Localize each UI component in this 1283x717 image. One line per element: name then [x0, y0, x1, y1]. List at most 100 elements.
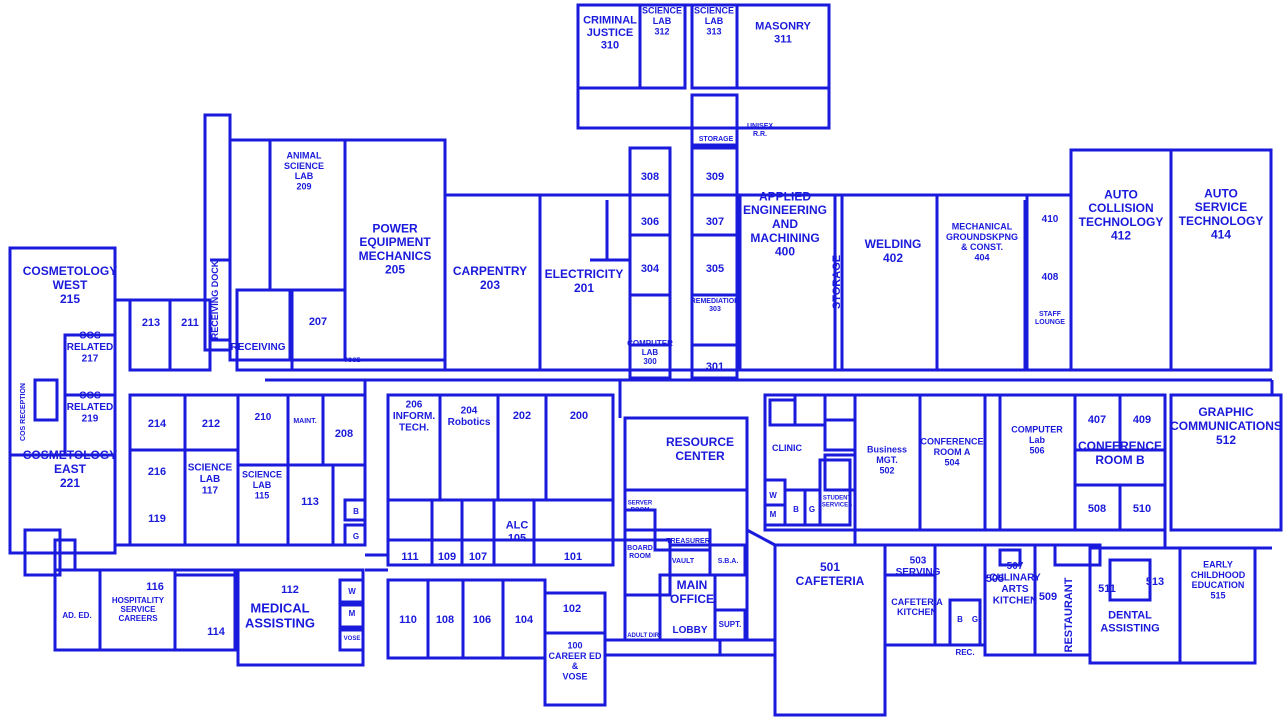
room-label-r511: 511 [1098, 583, 1116, 595]
room-label-r508: 508 [1088, 503, 1106, 515]
room-label-restaurant: RESTAURANT [1063, 577, 1075, 652]
room-wall [1169, 148, 1273, 372]
room-label-r309: 309 [706, 171, 724, 183]
room-label-treasurer: TREASURER [666, 538, 710, 545]
room-label-r305: 305 [706, 263, 724, 275]
room-label-r210: 210 [255, 412, 272, 423]
room-label-g2: G [809, 505, 815, 514]
room-label-r119: 119 [148, 513, 166, 525]
room-label-r513: 513 [1146, 576, 1164, 588]
room-wall [128, 448, 187, 547]
room-wall [1118, 483, 1167, 532]
room-label-sba: S.B.A. [718, 558, 739, 565]
room-wall [173, 573, 237, 652]
room-label-lobby: LOBBY [673, 625, 708, 636]
room-label-g3: G [972, 615, 978, 624]
room-label-b3: B [957, 615, 963, 624]
room-wall [1108, 558, 1152, 602]
room-wall [998, 393, 1077, 532]
room-label-r213: 213 [142, 317, 160, 329]
corridor-wall [746, 528, 776, 547]
room-label-vose2: VOSE [344, 636, 361, 642]
room-label-w1: W [348, 587, 356, 596]
room-label-r304: 304 [641, 263, 660, 275]
room-wall [343, 498, 367, 522]
room-label-r301: 301 [706, 361, 724, 373]
room-label-r216: 216 [148, 466, 166, 478]
room-wall [1053, 543, 1102, 567]
room-wall [1069, 148, 1173, 372]
room-wall [543, 591, 607, 635]
room-wall [286, 393, 325, 467]
room-wall [338, 603, 365, 629]
room-label-r113: 113 [301, 496, 319, 508]
room-wall [1178, 546, 1257, 665]
room-label-receiving: RECEIVING [230, 342, 285, 353]
room-label-r101: 101 [564, 551, 582, 563]
room-label-r212: 212 [202, 418, 220, 430]
room-label-r208: 208 [335, 428, 353, 440]
room-label-r200: 200 [570, 410, 588, 422]
room-label-r116: 116 [146, 581, 164, 593]
room-label-r409: 409 [1133, 414, 1151, 426]
room-label-storage4: STORAGE [831, 255, 843, 309]
room-wall [53, 568, 102, 652]
room-wall [236, 393, 290, 467]
room-wall [708, 543, 747, 577]
room-label-r112: 112 [281, 584, 299, 596]
room-wall [623, 508, 657, 532]
room-label-r214: 214 [148, 418, 167, 430]
room-label-r509: 509 [1039, 591, 1057, 603]
room-wall [918, 393, 987, 532]
room-wall [690, 343, 739, 380]
room-label-r107: 107 [469, 551, 487, 563]
room-label-g1: G [353, 532, 359, 541]
room-label-r114: 114 [207, 626, 226, 638]
room-wall [933, 543, 987, 647]
room-wall [823, 418, 857, 452]
room-label-r109: 109 [438, 551, 456, 563]
room-label-r407: 407 [1088, 414, 1106, 426]
room-wall [338, 578, 365, 604]
room-wall [532, 498, 615, 567]
room-label-w2: W [769, 491, 777, 500]
room-wall [690, 193, 739, 237]
room-wall [331, 463, 367, 547]
room-label-r408: 408 [1042, 272, 1059, 283]
room-label-r510: 510 [1133, 503, 1151, 515]
room-label-r108: 108 [436, 614, 454, 626]
room-label-b2: B [793, 505, 799, 514]
room-label-r110: 110 [399, 614, 417, 626]
room-label-b1: B [353, 507, 359, 516]
room-wall [793, 393, 827, 427]
room-label-r308: 308 [641, 171, 659, 183]
